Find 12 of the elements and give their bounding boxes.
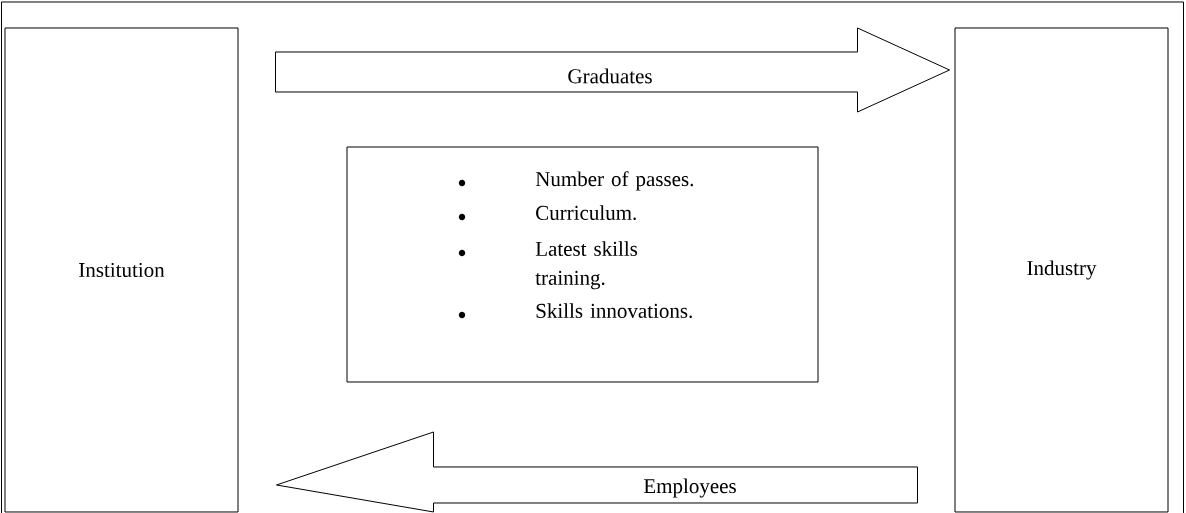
- list-item: Curriculum.: [536, 205, 636, 221]
- edge-label: Employees: [642, 477, 738, 499]
- list-item: Latest skills training.: [535, 241, 638, 290]
- list-item: Skills innovations.: [536, 303, 692, 319]
- box-label: Industry: [1027, 260, 1097, 280]
- box-label: Institution: [79, 262, 165, 278]
- block-arrow: [276, 431, 918, 513]
- list-item: Number of passes.: [535, 171, 693, 191]
- entity-box: [4, 27, 239, 513]
- edge-label: Graduates: [566, 67, 654, 85]
- block-arrow: [275, 27, 950, 113]
- entity-box: [954, 27, 1169, 513]
